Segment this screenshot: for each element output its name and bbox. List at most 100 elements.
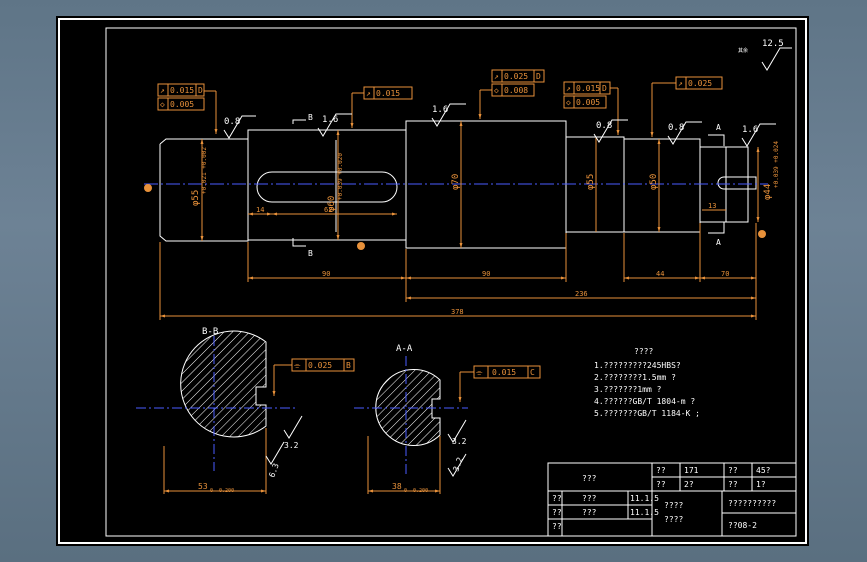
- length-dims: [159, 223, 757, 320]
- tb-r1-1: 171: [684, 466, 699, 475]
- gdt-sym-aa-ref: C: [530, 368, 535, 377]
- dim-len-90a: 90: [322, 270, 330, 278]
- dim-d4: φ55: [586, 174, 596, 190]
- tb-r2-3: 1?: [756, 480, 766, 489]
- svg-text:↗: ↗: [366, 89, 371, 98]
- note-line-1: 1.?????????245HBS?: [594, 361, 681, 370]
- tb-part-name: ???: [582, 474, 597, 483]
- tb-draw-label: ??: [552, 494, 562, 503]
- tb-r2-2: ??: [728, 480, 738, 489]
- gdt-mid-ref: D: [536, 72, 541, 81]
- tb-check-label: ??: [552, 508, 562, 517]
- cut-label-a-top: A: [716, 123, 721, 132]
- gdt-sym-aa: 0.015: [492, 368, 516, 377]
- section-bb-dims: [163, 358, 355, 494]
- tb-drawing-no: ??08-2: [728, 521, 757, 530]
- dim-sec-aa-tol: 0 -0.200: [404, 488, 428, 494]
- note-line-2: 2.????????1.5mm ?: [594, 373, 676, 382]
- dim-len-236: 236: [575, 290, 588, 298]
- outer-border: [58, 18, 807, 544]
- section-aa-dims: [367, 365, 541, 494]
- ra-16-a: 1.6: [322, 115, 338, 125]
- svg-text:⌯: ⌯: [294, 361, 301, 370]
- cut-label-b-top: B: [308, 113, 313, 122]
- dim-small-13: 13: [708, 202, 716, 210]
- gdt-left-ref: D: [198, 86, 203, 95]
- tb-r2-0: ??: [656, 480, 666, 489]
- tb-r2-1: 2?: [684, 480, 694, 489]
- ra-32-bb: 3.2: [284, 441, 299, 450]
- gdt-sym-bb-ref: B: [346, 361, 351, 370]
- cut-plane-a: [708, 134, 725, 234]
- gdt-left-runout: 0.015: [170, 86, 194, 95]
- dim-sec-bb-tol: 0 -0.200: [210, 488, 234, 494]
- gdt-mid-cyl: 0.008: [504, 86, 528, 95]
- roughness-symbol-icon: [265, 415, 303, 465]
- dim-sec-aa-w: 38: [392, 482, 402, 491]
- cut-label-b-bottom: B: [308, 249, 313, 258]
- ra-08-mid: 0.8: [596, 121, 612, 131]
- dim-len-70: 70: [721, 270, 729, 278]
- diameter-labels: φ55 +0.021 +0.002 φ60 +0.039 +0.020 φ70 …: [191, 141, 780, 212]
- dim-d2-tol: +0.039 +0.020: [337, 153, 344, 200]
- cut-label-a-bottom: A: [716, 238, 721, 247]
- ra-16-c: 1.6: [742, 125, 758, 135]
- dim-d2: φ60: [327, 196, 337, 212]
- tb-audit: ??: [552, 522, 562, 531]
- keyslot-dims: [248, 209, 726, 216]
- roughness-symbol-icon: [223, 47, 792, 147]
- center-hole-icon: [144, 184, 766, 250]
- dim-len-44: 44: [656, 270, 664, 278]
- dim-d1-tol: +0.021 +0.002: [201, 147, 208, 194]
- svg-text:◇: ◇: [160, 100, 165, 109]
- svg-text:↗: ↗: [678, 79, 683, 88]
- ra-32-aa-a: 3.2: [452, 437, 467, 446]
- dim-d3: φ70: [451, 174, 461, 190]
- section-aa: [354, 356, 468, 476]
- dim-d1: φ55: [191, 190, 201, 206]
- tb-draw-name: ???: [582, 494, 597, 503]
- gdt-mid-runout: 0.025: [504, 72, 528, 81]
- drawing-sheet: φ55 +0.021 +0.002 φ60 +0.039 +0.020 φ70 …: [56, 16, 809, 546]
- tb-r1-2: ??: [728, 466, 738, 475]
- dim-key-len-b: 62: [324, 206, 332, 214]
- dim-d5: φ50: [649, 174, 659, 190]
- tb-school-a: ????: [664, 501, 683, 510]
- dim-d6: φ44: [763, 184, 773, 200]
- technical-notes: ???? 1.?????????245HBS? 2.????????1.5mm …: [594, 347, 700, 418]
- tb-course: ??????????: [728, 499, 776, 508]
- tb-check-name: ???: [582, 508, 597, 517]
- gdt-frames: [157, 69, 723, 137]
- ra-63-bb: 6.3: [267, 462, 280, 479]
- tb-r1-0: ??: [656, 466, 666, 475]
- svg-text:⌯: ⌯: [476, 368, 483, 377]
- tb-school-b: ????: [664, 515, 683, 524]
- inner-frame: [105, 27, 797, 537]
- section-bb: [136, 330, 296, 471]
- gdt-right-ref: D: [602, 84, 607, 93]
- diameter-dim-lines: [200, 121, 760, 248]
- gdt-right-runout-a: 0.015: [576, 84, 600, 93]
- svg-text:↗: ↗: [494, 72, 499, 81]
- ra-08-left: 0.8: [224, 117, 240, 127]
- gdt-frame-values: ↗ 0.015 D ◇ 0.005 ↗ 0.015 ↗ 0.025 D ◇ 0.…: [160, 72, 712, 109]
- svg-text:↗: ↗: [566, 84, 571, 93]
- svg-text:◇: ◇: [566, 98, 571, 107]
- svg-text:◇: ◇: [494, 86, 499, 95]
- note-line-4: 4.??????GB/T 1804-m ?: [594, 397, 695, 406]
- dim-key-len-a: 14: [256, 206, 264, 214]
- note-line-5: 5.???????GB/T 1184-K ;: [594, 409, 700, 418]
- ra-08-right: 0.8: [668, 123, 684, 133]
- gdt-sym-bb: 0.025: [308, 361, 332, 370]
- ra-16-b: 1.6: [432, 105, 448, 115]
- svg-text:↗: ↗: [160, 86, 165, 95]
- gdt-left-cyl: 0.005: [170, 100, 194, 109]
- cut-plane-b: [292, 119, 306, 247]
- title-block-text: ??? ?? 171 ?? 45? ?? 2? ?? 1? ?? ??? 11.…: [552, 466, 776, 531]
- dim-len-378: 378: [451, 308, 464, 316]
- ra-general-note: 其余: [738, 47, 748, 54]
- title-block: [547, 462, 797, 537]
- section-aa-title: A-A: [396, 344, 413, 354]
- section-bb-title: B-B: [202, 327, 218, 337]
